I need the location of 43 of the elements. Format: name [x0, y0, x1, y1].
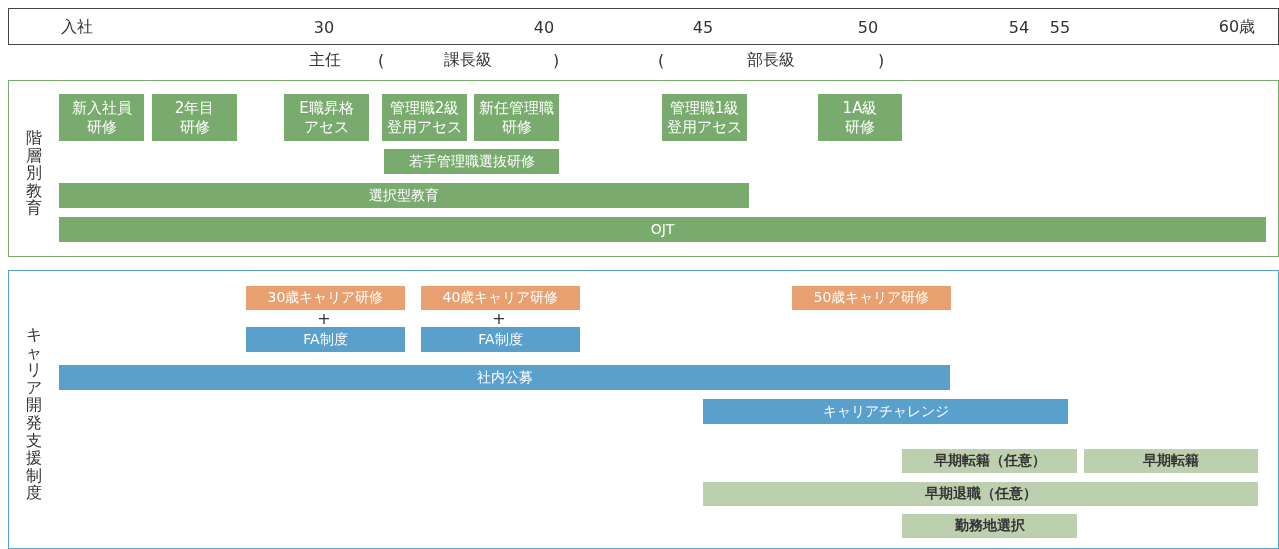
program-bar: FA制度	[246, 327, 405, 352]
age-label: 入社	[61, 16, 93, 38]
rank-label: )	[877, 50, 885, 70]
program-bar: 新入社員研修	[59, 94, 144, 141]
program-bar: 2年目研修	[152, 94, 237, 141]
program-bar: E職昇格アセス	[284, 94, 369, 141]
age-label: 55	[1049, 17, 1071, 37]
age-label: 50	[857, 17, 879, 37]
age-label: 54	[1008, 17, 1030, 37]
program-bar: 管理職1級登用アセス	[662, 94, 747, 141]
program-bar: 早期転籍	[1084, 449, 1258, 473]
program-bar: 社内公募	[59, 365, 950, 390]
age-label: 60歳	[1218, 16, 1256, 38]
program-bar: OJT	[59, 217, 1266, 242]
program-bar: キャリアチャレンジ	[703, 399, 1068, 424]
program-bar: 50歳キャリア研修	[792, 286, 951, 310]
rank-label: 課長級	[444, 49, 492, 71]
category-panel	[8, 80, 1279, 257]
program-bar: 若手管理職選抜研修	[384, 149, 559, 174]
rank-label: 部長級	[747, 49, 795, 71]
program-bar: 新任管理職研修	[474, 94, 559, 141]
program-bar: 1A級研修	[818, 94, 902, 141]
timeline-header	[8, 8, 1279, 45]
program-bar: 選択型教育	[59, 183, 749, 208]
age-label: 40	[533, 17, 555, 37]
rank-label: (	[657, 50, 665, 70]
plus-sign: +	[492, 308, 506, 328]
program-bar: 管理職2級登用アセス	[382, 94, 467, 141]
program-bar: 早期転籍（任意）	[902, 449, 1077, 473]
plus-sign: +	[317, 308, 331, 328]
age-label: 30	[313, 17, 335, 37]
program-bar: FA制度	[421, 327, 580, 352]
program-bar: 早期退職（任意）	[703, 482, 1258, 506]
program-bar: 40歳キャリア研修	[421, 286, 580, 310]
rank-label: )	[552, 50, 560, 70]
program-bar: 勤務地選択	[902, 514, 1077, 538]
age-label: 45	[692, 17, 714, 37]
category-panel	[8, 270, 1279, 549]
category-heading: 階層別教育	[26, 129, 42, 217]
category-heading: キャリア開発支援制度	[26, 326, 42, 502]
rank-label: 主任	[309, 49, 341, 71]
program-bar: 30歳キャリア研修	[246, 286, 405, 310]
rank-label: (	[377, 50, 385, 70]
